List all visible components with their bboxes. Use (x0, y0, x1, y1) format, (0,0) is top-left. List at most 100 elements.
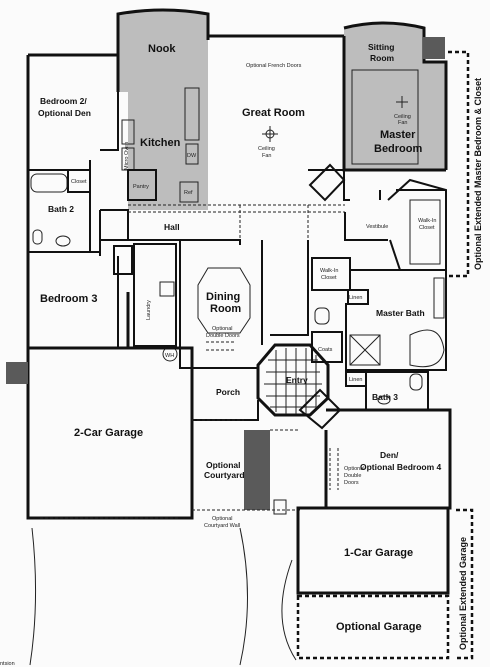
master-bath-walls (345, 269, 447, 371)
note-ceiling-fan-b1: Ceiling (394, 114, 411, 120)
refrigerator (179, 181, 199, 203)
label-sitting-line1: Sitting (368, 42, 394, 52)
note-double-doors2-line1: Optional (344, 466, 365, 472)
entry-tile-grid (264, 348, 322, 414)
bath3-sink (377, 395, 391, 405)
note-cut-text: ntsion (0, 661, 15, 667)
label-walkin-line2: Closet (419, 225, 435, 231)
label-dining-line2: Room (210, 303, 241, 315)
kitchen-island (184, 87, 200, 141)
bath3-toilet (409, 373, 423, 391)
master-closet-dark (423, 37, 445, 59)
entry-octagon (256, 343, 330, 417)
label-optional-garage: Optional Garage (336, 621, 422, 633)
ceiling-fan-great-room-cross (262, 126, 278, 142)
label-hall: Hall (164, 222, 180, 232)
label-walkin2-line2: Closet (321, 275, 337, 281)
label-master-bath: Master Bath (376, 308, 425, 318)
label-den-line2: Optional Bedroom 4 (360, 462, 442, 472)
ceiling-fan-master (396, 96, 408, 108)
label-courtyard-line1: Optional (206, 460, 240, 470)
label-courtyard-line2: Courtyard (204, 470, 245, 480)
label-two-car-garage: 2-Car Garage (74, 427, 143, 439)
nook-bay-outline (116, 8, 210, 92)
label-closet: Closet (71, 179, 87, 185)
driveway-curve (29, 527, 297, 666)
label-one-car-garage: 1-Car Garage (344, 547, 413, 559)
note-courtyard-wall-line2: Courtyard Wall (204, 523, 240, 529)
hall-dashed (128, 204, 345, 240)
label-entry: Entry (286, 375, 308, 385)
note-double-doors-line2: Double Doors (206, 333, 240, 339)
den-double-doors (329, 448, 339, 490)
label-linen2: Linen (349, 377, 362, 383)
nook-kitchen-area (118, 10, 208, 210)
kitchen-cooktop (121, 119, 135, 145)
note-dw: DW (187, 153, 197, 159)
label-linen: Linen (349, 295, 362, 301)
label-dining-line1: Dining (206, 291, 240, 303)
label-bedroom2-line2: Optional Den (38, 108, 91, 118)
one-car-garage (296, 506, 450, 595)
dining-walls (179, 240, 263, 369)
bedroom3-walls (28, 251, 119, 348)
label-kitchen: Kitchen (140, 137, 181, 149)
master-toilet (314, 307, 330, 325)
courtyard-post (273, 499, 287, 515)
master-vanity (433, 277, 445, 319)
master-walls-south (343, 170, 446, 201)
shower (349, 334, 381, 366)
vestibule-walls (344, 178, 447, 271)
label-great-room: Great Room (242, 107, 305, 119)
hall-walls (99, 209, 241, 256)
note-double-doors2-line2: Double (344, 473, 361, 479)
bath2-toilet (32, 229, 43, 245)
great-room-south-walls (270, 169, 344, 336)
label-pantry: Pantry (133, 184, 149, 190)
dining-table (197, 267, 251, 334)
courtyard-wall-dashed (192, 419, 300, 511)
label-bedroom3: Bedroom 3 (40, 293, 97, 305)
walkin-closet-2 (311, 257, 351, 291)
label-porch: Porch (216, 387, 240, 397)
note-optional-extended-master: Optional Extended Master Bedroom & Close… (473, 78, 483, 270)
note-ceiling-fan-2: Fan (262, 153, 271, 159)
laundry-room (133, 243, 177, 347)
label-walkin2-line1: Walk-In (320, 268, 338, 274)
note-optional-french-doors: Optional French Doors (246, 63, 302, 69)
laundry-closet (113, 245, 133, 275)
label-vestibule: Vestibule (366, 224, 388, 230)
label-bath3: Bath 3 (372, 392, 398, 402)
bath3 (365, 371, 429, 411)
label-walkin-line1: Walk-In (418, 218, 436, 224)
note-wh: WH (165, 353, 174, 359)
label-nook: Nook (148, 43, 176, 55)
dishwasher (185, 143, 199, 165)
note-optional-extended-garage: Optional Extended Garage (458, 537, 468, 650)
dining-door-dashed (206, 341, 236, 351)
master-area (344, 23, 446, 170)
courtyard-dark (244, 430, 270, 510)
note-ceiling-fan-1: Ceiling (258, 146, 275, 152)
laundry-sink (159, 281, 175, 297)
label-sitting-line2: Room (370, 53, 395, 63)
label-den-line1: Den/ (380, 450, 399, 460)
note-micro-oven: Micro Oven (124, 142, 130, 170)
note-ceiling-fan-b2: Fan (398, 120, 407, 126)
den-walls (324, 408, 452, 510)
label-laundry: Laundry (146, 300, 152, 320)
label-master-line2: Bedroom (374, 143, 423, 155)
label-bath2: Bath 2 (48, 204, 74, 214)
bedroom2-closet (67, 169, 91, 193)
optional-extended-garage-outline (456, 508, 474, 660)
note-ref: Ref (184, 190, 193, 196)
optional-extended-master-outline (448, 50, 470, 278)
label-coats: Coats (318, 347, 333, 353)
label-bedroom2-line1: Bedroom 2/ (40, 96, 87, 106)
bath3-linen (345, 371, 367, 387)
label-master-line1: Master (380, 129, 416, 141)
note-double-doors2-line3: Doors (344, 480, 359, 486)
garage-left-dark (6, 362, 28, 384)
note-courtyard-wall-line1: Optional (212, 516, 233, 522)
